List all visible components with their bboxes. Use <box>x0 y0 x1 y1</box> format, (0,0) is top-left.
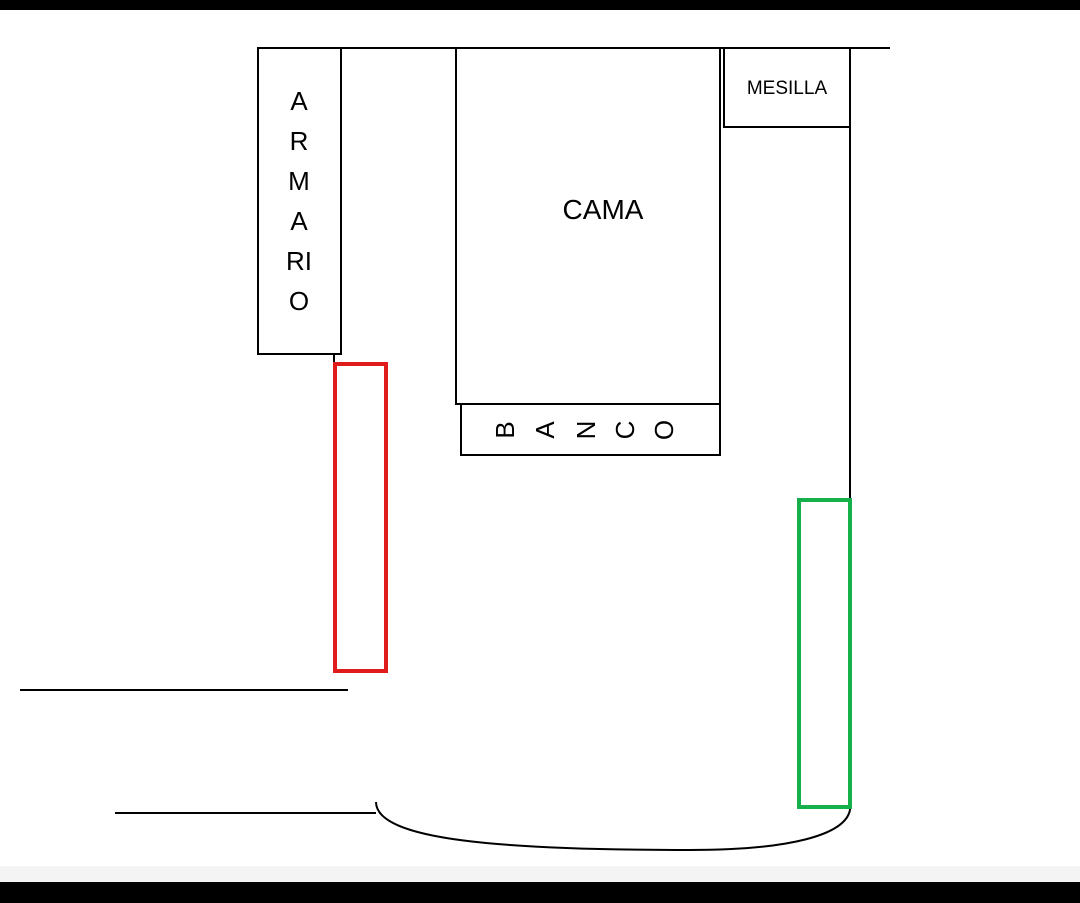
bench-letter: A <box>530 421 560 439</box>
wardrobe-letter: O <box>289 286 309 316</box>
wardrobe-letter: RI <box>286 246 312 276</box>
door-swing-arc <box>375 801 851 852</box>
bench-letter: N <box>571 421 601 440</box>
wardrobe <box>257 47 342 355</box>
bench-letter: O <box>649 420 679 440</box>
red-marker <box>333 362 388 673</box>
nightstand-label: MESILLA <box>747 78 828 99</box>
bench-letter: B <box>490 421 520 438</box>
wardrobe-label: A R M A RI O <box>286 86 312 316</box>
green-marker <box>797 498 852 809</box>
wardrobe-letter: M <box>288 166 310 196</box>
wardrobe-letter: A <box>290 206 308 236</box>
wardrobe-letter: A <box>290 86 308 116</box>
nightstand <box>723 47 851 128</box>
bench-letter: C <box>610 421 640 440</box>
paper <box>0 10 1080 882</box>
bench-label: B A N C O <box>490 420 679 440</box>
wardrobe-letter: R <box>290 126 309 156</box>
bench <box>460 403 721 456</box>
bed-label: CAMA <box>563 194 644 225</box>
bottom-strip <box>0 866 1080 882</box>
